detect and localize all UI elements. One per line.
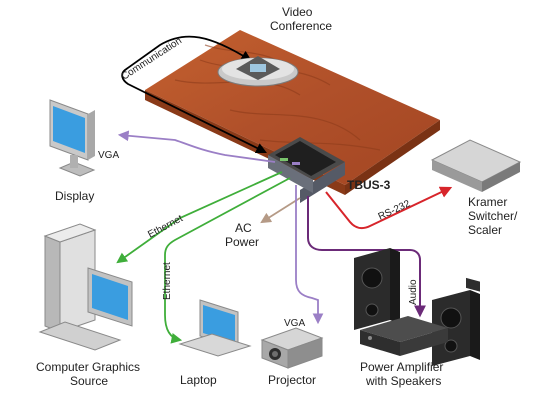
projector-icon [260, 327, 324, 369]
monitor-icon [49, 99, 96, 177]
vga-projector-label: VGA [284, 318, 305, 329]
amplifier-label-line1: Power Amplifier [360, 360, 443, 374]
vga-projector-cable [295, 185, 324, 325]
ac-power-label-line2: Power [225, 235, 259, 249]
video-conference-label-line1: Video [282, 5, 313, 19]
rs232-label: RS-232 [377, 198, 413, 222]
kramer-label-line2: Switcher/ [468, 209, 518, 223]
audio-label: Audio [408, 279, 419, 305]
display-label: Display [55, 189, 94, 203]
vga-display-cable [117, 130, 276, 163]
ethernet-label-2: Ethernet [162, 262, 173, 300]
laptop-icon [178, 299, 252, 357]
ethernet-computer-cable [116, 171, 283, 264]
ac-power-label-line1: AC [235, 221, 252, 235]
switcher-scaler-icon [430, 139, 522, 292]
kramer-label-line3: Scaler [468, 223, 502, 237]
ethernet-label-1: Ethernet [146, 213, 185, 241]
conference-phone-icon [217, 56, 299, 87]
amplifier-speakers-icon [354, 248, 480, 366]
table-connection-bus-icon [268, 137, 345, 203]
computer-label-line1: Computer Graphics [36, 360, 140, 374]
laptop-label: Laptop [180, 373, 217, 387]
amplifier-label-line2: with Speakers [365, 374, 441, 388]
ethernet-laptop-cable [164, 177, 291, 344]
audio-cable [307, 196, 426, 318]
rs232-cable [325, 186, 453, 230]
kramer-label-line1: Kramer [468, 195, 507, 209]
communication-cable [121, 35, 267, 153]
desktop-computer-icon [38, 223, 133, 351]
tbus-label: TBUS-3 [347, 178, 391, 192]
video-conference-label-line2: Conference [270, 19, 332, 33]
computer-label-line2: Source [70, 374, 108, 388]
vga-display-label: VGA [98, 150, 119, 161]
ac-power-cable [260, 197, 301, 224]
projector-label: Projector [268, 373, 316, 387]
